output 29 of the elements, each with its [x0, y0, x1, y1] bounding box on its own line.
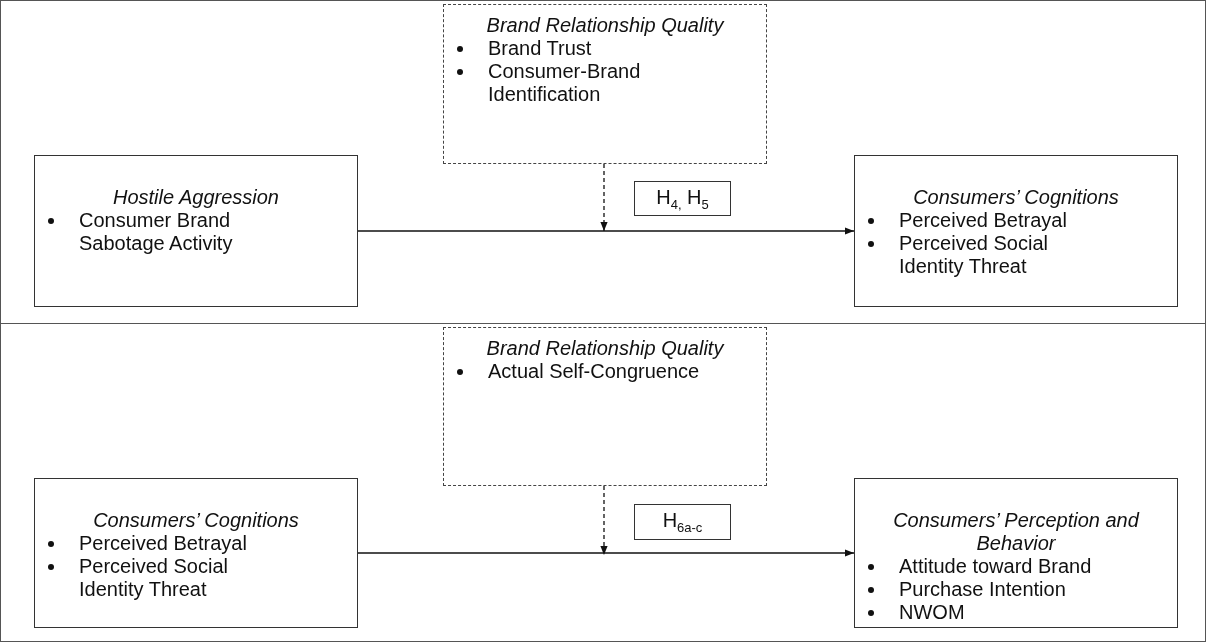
moderator-box: [443, 327, 767, 486]
construct-heading: Consumers’ Perception and Behavior: [892, 509, 1141, 555]
arrow: [357, 227, 855, 235]
construct-box: [34, 478, 358, 628]
hypothesis-label: H$_{6a-c}$: [634, 504, 731, 540]
bullet-item: Perceived Betrayal: [79, 532, 294, 555]
bullet-item: Brand Trust: [488, 37, 703, 60]
construct-heading: Consumers’ Cognitions: [92, 509, 300, 532]
bullet-item: NWOM: [899, 601, 1114, 624]
dashed-arrow: [600, 485, 608, 556]
construct-box: [854, 155, 1178, 307]
construct-box: [854, 478, 1178, 628]
dashed-arrow: [600, 163, 608, 232]
moderator-box: [443, 4, 767, 164]
bullet-item: Perceived Betrayal: [899, 209, 1114, 232]
construct-heading: Consumers’ Cognitions: [912, 186, 1120, 209]
arrow: [357, 549, 855, 557]
hypothesis-label: H$_{4,}$ H$_{5}$: [634, 181, 731, 216]
bullet-item: Purchase Intention: [899, 578, 1114, 601]
construct-heading: Brand Relationship Quality: [485, 14, 726, 37]
bullet-item: Perceived Social Identity Threat: [79, 555, 294, 601]
construct-heading: Brand Relationship Quality: [485, 337, 726, 360]
construct-heading: Hostile Aggression: [112, 186, 280, 209]
construct-box: [34, 155, 358, 307]
bullet-item: Attitude toward Brand: [899, 555, 1114, 578]
bullet-item: Consumer-Brand Identification: [488, 60, 703, 106]
bullet-item: Actual Self-Congruence: [488, 360, 703, 383]
bullet-item: Perceived Social Identity Threat: [899, 232, 1114, 278]
bullet-item: Consumer Brand Sabotage Activity: [79, 209, 294, 255]
